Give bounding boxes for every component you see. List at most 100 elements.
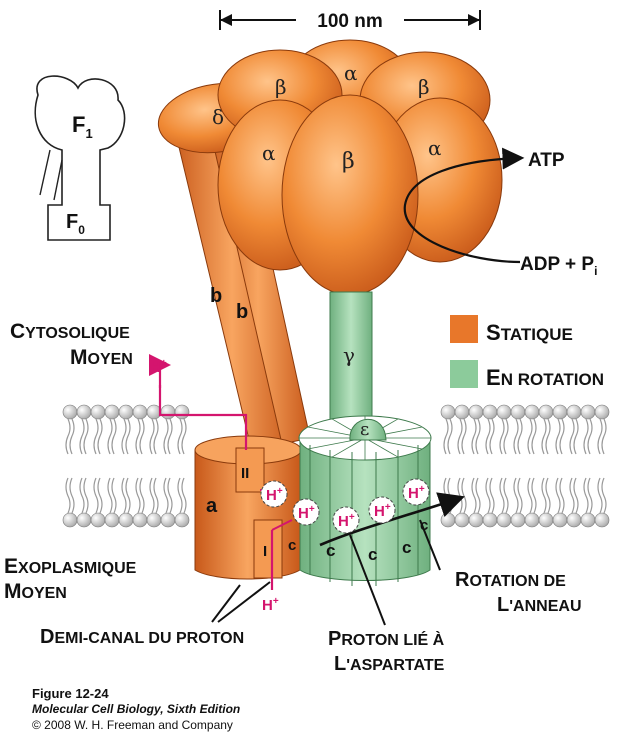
region-labels: CYTOSOLIQUE MOYEN EXOPLASMIQUE MOYEN DEM…	[4, 320, 582, 675]
svg-text:H+: H+	[298, 504, 315, 522]
subunit-epsilon: ε	[360, 419, 369, 440]
ring-rotation-label-line2: L'ANNEAU	[497, 594, 582, 616]
c-ring: c c c c c ε	[288, 415, 465, 586]
figure-number: Figure 12-24	[32, 686, 109, 701]
lipid-head	[160, 512, 176, 528]
legend: STATIQUE EN ROTATION	[450, 315, 604, 390]
subunit-alpha-right: α	[428, 136, 442, 160]
lipid-head	[510, 512, 526, 528]
subunit-a: a	[206, 495, 218, 517]
subunit-c-3: c	[402, 538, 411, 557]
lipid-head	[482, 404, 498, 420]
lipid-head	[552, 404, 568, 420]
lipid-head	[76, 404, 92, 420]
proton-channel-ii: H+	[260, 480, 288, 508]
lipid-head	[496, 512, 512, 528]
inset-f1: F1	[72, 112, 93, 141]
lipid-head	[580, 512, 596, 528]
svg-text:H+: H+	[338, 512, 355, 530]
lipid-head	[482, 512, 498, 528]
svg-text:H+: H+	[266, 486, 283, 504]
subunit-delta: δ	[212, 105, 224, 129]
lipid-head	[132, 512, 148, 528]
lipid-head	[174, 512, 190, 528]
gamma-subunit: γ	[329, 291, 373, 433]
lipid-head	[566, 404, 582, 420]
lipid-head	[104, 404, 120, 420]
subunit-alpha-back: α	[344, 61, 358, 85]
lipid-head	[496, 404, 512, 420]
lipid-bilayer	[62, 404, 610, 528]
svg-text:H+: H+	[408, 484, 425, 502]
aspartate-label-line2: L'ASPARTATE	[334, 653, 445, 675]
subunit-beta-back-right: β	[418, 75, 430, 99]
lipid-head	[594, 512, 610, 528]
lipid-head	[132, 404, 148, 420]
lipid-head	[566, 512, 582, 528]
proton-bound-3: H+	[368, 496, 396, 524]
subunit-beta-back-left: β	[275, 75, 287, 99]
subunit-gamma: γ	[343, 343, 355, 367]
lipid-head	[552, 512, 568, 528]
proton-exoplasmic: H+	[262, 596, 279, 614]
subunit-b-right: b	[236, 301, 248, 323]
subunit-c-1: c	[326, 541, 335, 560]
scale-bar: 100 nm	[219, 8, 481, 32]
lipid-head	[440, 512, 456, 528]
subunit-beta-front: β	[342, 149, 355, 174]
legend-rotating-label: EN ROTATION	[486, 365, 604, 390]
half-channel-ii: II	[241, 465, 249, 482]
exoplasmic-label-line2: MOYEN	[4, 580, 67, 603]
aspartate-label-line1: PROTON LIÉ À	[328, 628, 445, 650]
inset-f0: F0	[66, 211, 85, 237]
protons: H+ H+ H+ H+ H+ H+ H+	[150, 358, 430, 614]
lipid-head	[174, 404, 190, 420]
subunit-c-side: c	[420, 517, 428, 534]
cytosolic-label-line1: CYTOSOLIQUE	[10, 320, 130, 343]
book-title: Molecular Cell Biology, Sixth Edition	[32, 702, 241, 716]
proton-cytosolic: H+	[150, 358, 167, 376]
inset-sketch: F1 F0	[34, 75, 126, 241]
a-subunit: a II I	[194, 435, 302, 580]
atp-reaction-arrow: ATP ADP + Pi	[403, 147, 597, 278]
lipid-head	[580, 404, 596, 420]
lipid-head	[104, 512, 120, 528]
lipid-head	[454, 404, 470, 420]
lipid-head	[160, 404, 176, 420]
legend-rotating-swatch	[450, 360, 478, 388]
lipid-head	[62, 512, 78, 528]
lipid-head	[510, 404, 526, 420]
scale-bar-label: 100 nm	[317, 11, 382, 32]
subunit-c-back: c	[288, 537, 296, 554]
svg-text:H+: H+	[262, 596, 279, 614]
lipid-head	[440, 404, 456, 420]
proton-path	[149, 354, 293, 590]
subunit-c-2: c	[368, 545, 377, 564]
lipid-head	[594, 404, 610, 420]
subunit-b-left: b	[210, 285, 222, 307]
lipid-head	[90, 512, 106, 528]
lipid-head	[118, 404, 134, 420]
lipid-head	[468, 512, 484, 528]
lipid-head	[454, 512, 470, 528]
proton-bound-2: H+	[332, 506, 360, 534]
lipid-head	[90, 404, 106, 420]
svg-text:H+: H+	[150, 358, 167, 376]
lipid-head	[538, 404, 554, 420]
subunit-alpha-left: α	[262, 141, 276, 165]
lipid-head	[118, 512, 134, 528]
lipid-head	[76, 512, 92, 528]
lipid-head	[524, 404, 540, 420]
lipid-head	[62, 404, 78, 420]
lipid-head	[524, 512, 540, 528]
atp-label: ATP	[528, 150, 565, 171]
cytosolic-label-line2: MOYEN	[70, 346, 133, 369]
proton-bound-4: H+	[402, 478, 430, 506]
adp-label: ADP + Pi	[520, 254, 597, 278]
exoplasmic-label-line1: EXOPLASMIQUE	[4, 555, 137, 578]
lipid-head	[146, 512, 162, 528]
ring-rotation-label-line1: ROTATION DE	[455, 569, 566, 591]
half-channel-label: DEMI-CANAL DU PROTON	[40, 626, 244, 648]
proton-bound-1: H+	[292, 498, 320, 526]
lipid-head	[468, 404, 484, 420]
